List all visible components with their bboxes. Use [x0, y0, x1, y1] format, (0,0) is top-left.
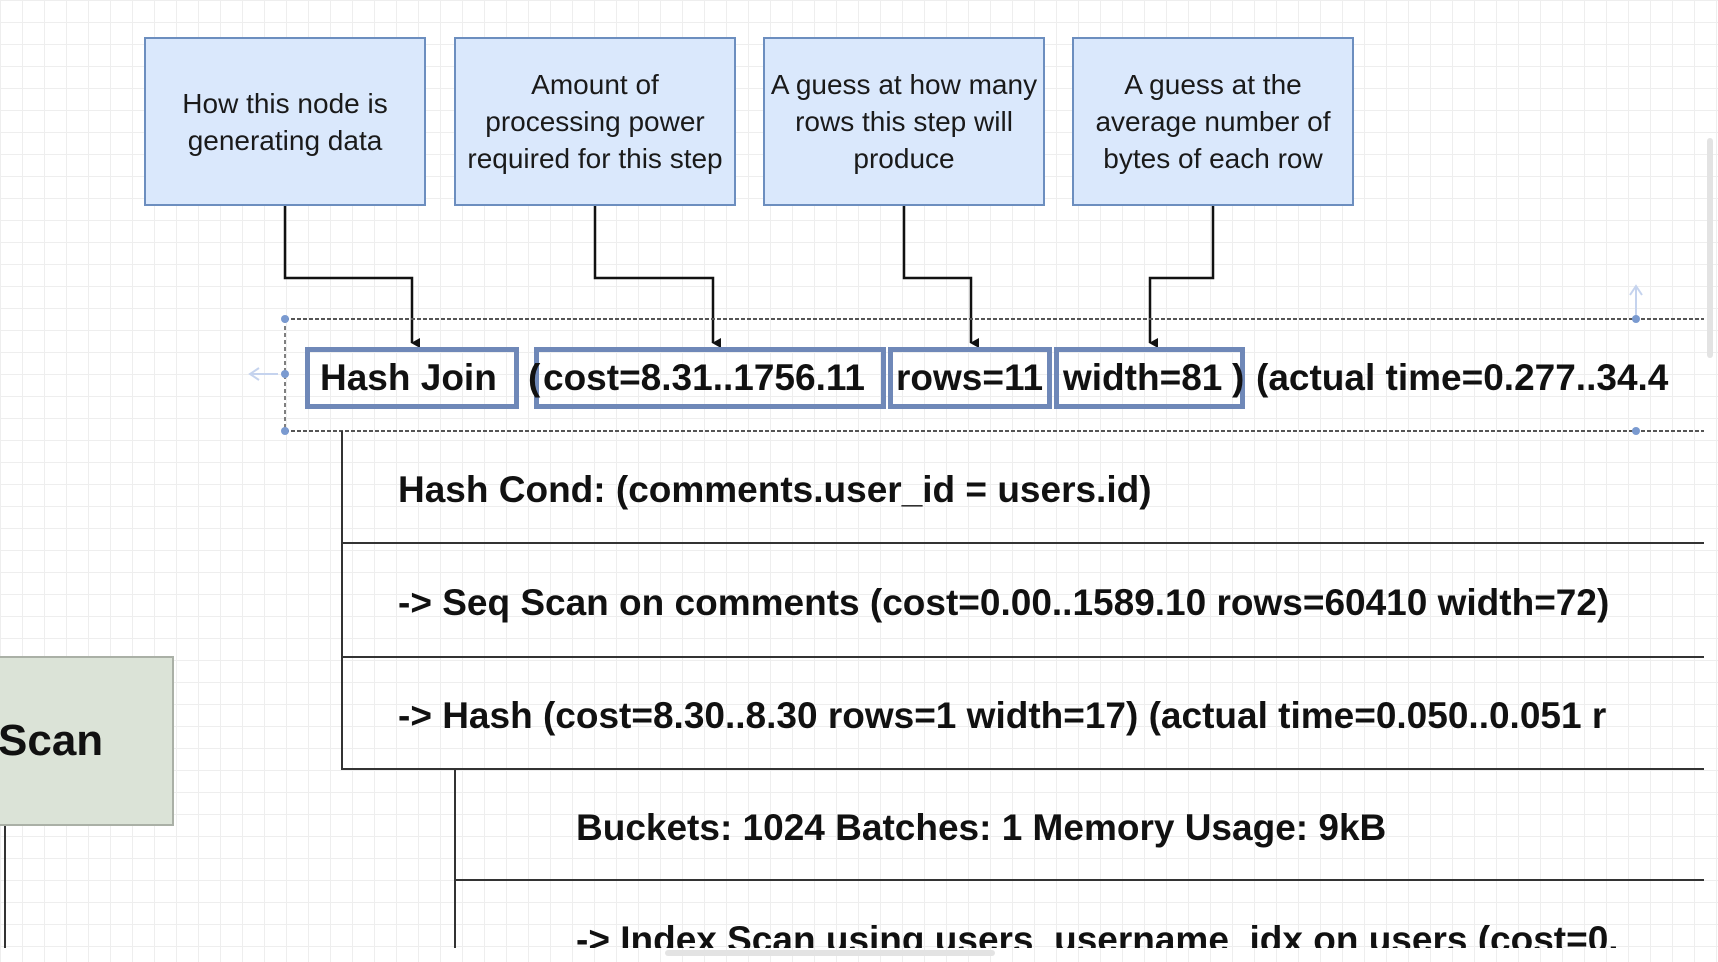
callout-cost: Amount of processing power required for …: [454, 37, 736, 206]
resize-arrow-up: [1629, 284, 1643, 316]
callout-width: A guess at the average number of bytes o…: [1072, 37, 1354, 206]
tree-line-outer-vertical: [341, 431, 343, 768]
hash-row: -> Hash (cost=8.30..8.30 rows=1 width=17…: [398, 695, 1607, 736]
callout-rows-text: A guess at how many rows this step will …: [770, 69, 1038, 174]
actual-time: (actual time=0.277..34.4: [1256, 357, 1669, 398]
callout-width-text: A guess at the average number of bytes o…: [1095, 69, 1331, 174]
connector-rows: [902, 206, 979, 348]
seq-scan-row: -> Seq Scan on comments (cost=0.00..1589…: [398, 582, 1610, 623]
index-scan-row: -> Index Scan using users_username_idx o…: [576, 919, 1619, 948]
callout-cost-text: Amount of processing power required for …: [467, 69, 723, 174]
vertical-scrollbar[interactable]: [1707, 138, 1713, 358]
open-paren: (: [528, 357, 541, 398]
callout-rows: A guess at how many rows this step will …: [763, 37, 1045, 206]
selection-handle[interactable]: [281, 315, 289, 323]
horizontal-scrollbar[interactable]: [665, 950, 995, 956]
selection-handle[interactable]: [1632, 427, 1640, 435]
side-scan-node: Scan: [0, 656, 174, 826]
highlight-cost: [534, 347, 886, 409]
buckets-row: Buckets: 1024 Batches: 1 Memory Usage: 9…: [576, 807, 1387, 848]
rows-value: rows=11: [896, 357, 1044, 398]
highlight-width: [1054, 347, 1245, 409]
hash-cond-row: Hash Cond: (comments.user_id = users.id): [398, 469, 1152, 510]
connector-width: [1148, 206, 1215, 348]
tree-line-separator: [454, 879, 1704, 881]
selection-handle[interactable]: [1632, 315, 1640, 323]
tree-line-inner-vertical: [454, 768, 456, 948]
highlight-rows: [888, 347, 1052, 409]
close-paren: ): [1232, 357, 1245, 398]
connector-cost: [593, 206, 721, 348]
tree-line-separator: [341, 656, 1704, 658]
connector-node-type: [283, 206, 420, 348]
callout-node-type-text: How this node is generating data: [182, 87, 388, 156]
selection-handle[interactable]: [281, 427, 289, 435]
side-node-connector: [4, 826, 6, 948]
width-value: width=81: [1063, 357, 1223, 398]
hash-join-label: Hash Join: [320, 357, 497, 398]
tree-line-separator: [341, 542, 1704, 544]
tree-line-separator: [341, 768, 1704, 770]
side-scan-node-label: Scan: [0, 716, 104, 765]
selection-handle[interactable]: [281, 370, 289, 378]
callout-node-type: How this node is generating data: [144, 37, 426, 206]
cost-value: cost=8.31..1756.11: [543, 357, 865, 398]
highlight-node-type: [305, 347, 519, 409]
resize-arrow-left: [248, 367, 278, 381]
